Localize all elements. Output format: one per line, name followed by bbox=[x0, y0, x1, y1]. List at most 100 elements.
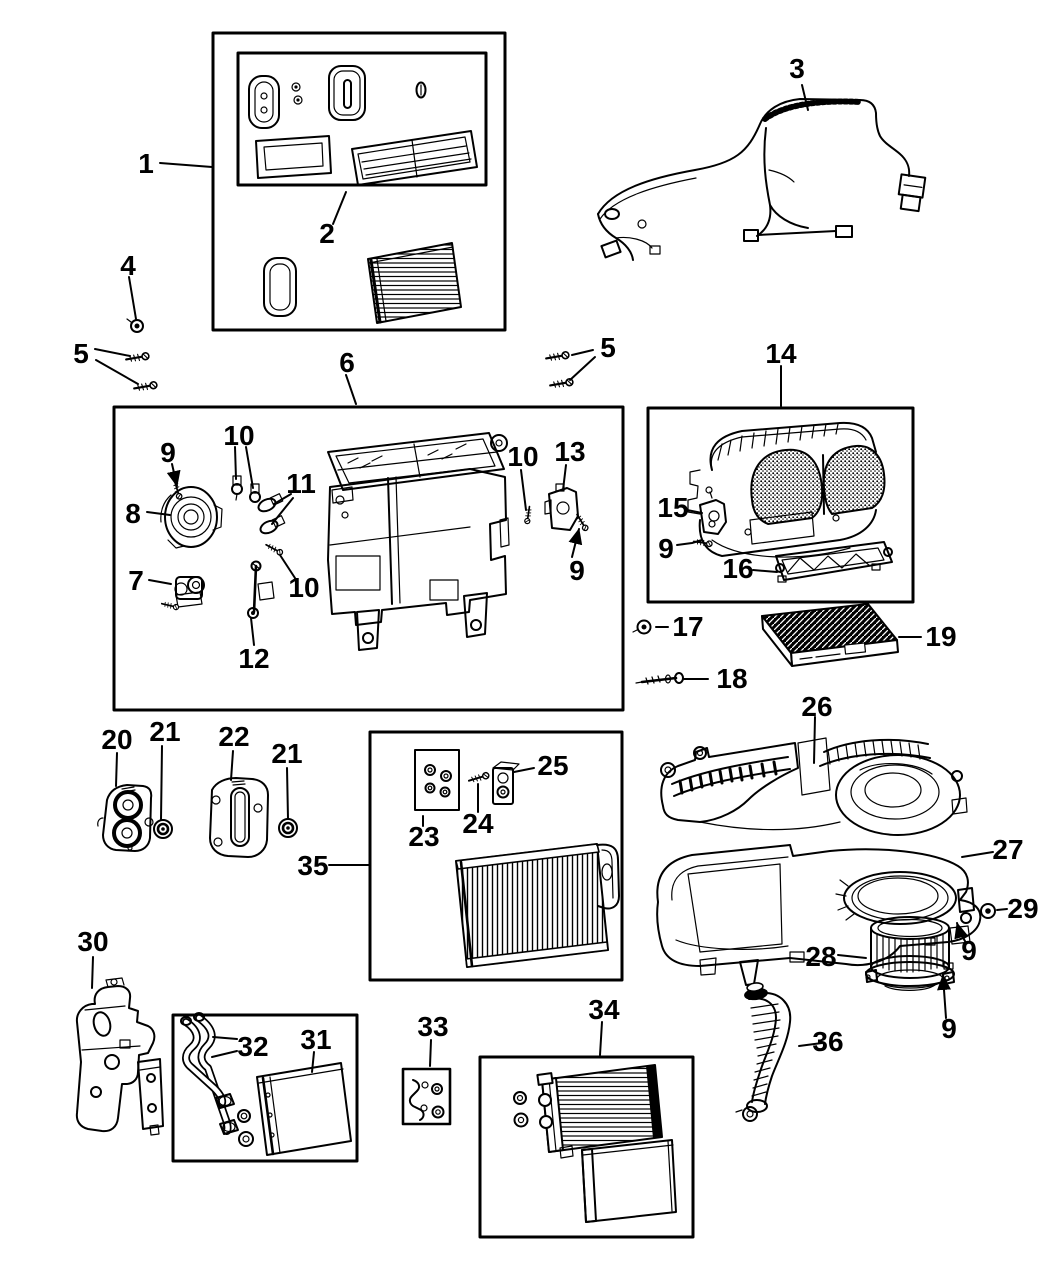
callout-9: 9 bbox=[941, 1013, 957, 1044]
grommet-17-illustration bbox=[632, 619, 652, 635]
screw-5-illustration bbox=[544, 350, 571, 363]
callout-25: 25 bbox=[537, 750, 568, 781]
callout-13: 13 bbox=[554, 436, 585, 467]
callout-27: 27 bbox=[992, 834, 1023, 865]
callout-21: 21 bbox=[149, 716, 180, 747]
callout-9: 9 bbox=[961, 935, 977, 966]
screw-5-illustration bbox=[124, 351, 151, 364]
support-frame-16-illustration bbox=[775, 541, 893, 583]
screw-24-illustration bbox=[467, 770, 491, 785]
core-cover-illustration bbox=[581, 1139, 677, 1223]
grommet-seal-illustration bbox=[248, 75, 280, 129]
wiring-harness-illustration bbox=[597, 98, 927, 261]
callout-labels: 1 2 3 4 5 5 6 14 9 8 10 11 7 12 10 10 13… bbox=[73, 53, 1038, 1062]
callout-5: 5 bbox=[600, 332, 616, 363]
fitting-11-illustration bbox=[259, 515, 286, 535]
link-rod-12-illustration bbox=[247, 560, 275, 619]
heater-core-kit-box bbox=[478, 1055, 695, 1239]
actuator-7-illustration bbox=[160, 576, 205, 612]
screw-10-illustration bbox=[264, 541, 285, 557]
callout-12: 12 bbox=[238, 643, 269, 674]
screw-18-illustration bbox=[635, 672, 684, 685]
pipe-seal-plate-20-illustration bbox=[97, 784, 154, 852]
frame-seal-illustration bbox=[255, 135, 332, 179]
callout-36: 36 bbox=[812, 1026, 843, 1057]
heater-core-34-illustration bbox=[536, 1064, 663, 1159]
heater-core-31-illustration bbox=[256, 1062, 352, 1156]
callout-8: 8 bbox=[125, 498, 141, 529]
drain-seal-plate-22-illustration bbox=[209, 777, 269, 858]
callout-17: 17 bbox=[672, 611, 703, 642]
callout-10: 10 bbox=[507, 441, 538, 472]
callout-1: 1 bbox=[138, 148, 154, 179]
actuator-15-illustration bbox=[699, 486, 727, 535]
small-orings-illustration bbox=[291, 82, 303, 105]
clip-10-illustration bbox=[249, 483, 261, 503]
callout-15: 15 bbox=[657, 492, 688, 523]
callout-32: 32 bbox=[237, 1031, 268, 1062]
evaporator-kit-box bbox=[368, 730, 624, 982]
callout-35: 35 bbox=[297, 850, 328, 881]
callout-2: 2 bbox=[319, 218, 335, 249]
heater-core-pipes-box bbox=[171, 1012, 359, 1163]
leader-lines bbox=[91, 84, 1008, 1073]
callout-16: 16 bbox=[722, 553, 753, 584]
callout-6: 6 bbox=[339, 347, 355, 378]
callout-9: 9 bbox=[658, 533, 674, 564]
screw-9-illustration bbox=[574, 512, 590, 533]
callout-34: 34 bbox=[588, 994, 620, 1025]
actuator-8-illustration bbox=[160, 486, 223, 549]
vent-tray-illustration bbox=[351, 130, 478, 186]
clip-10-illustration bbox=[231, 475, 243, 501]
callout-33: 33 bbox=[417, 1011, 448, 1042]
callout-20: 20 bbox=[101, 724, 132, 755]
grommet-4-illustration bbox=[126, 318, 144, 333]
lower-seal-illustration bbox=[263, 257, 297, 317]
callout-10: 10 bbox=[223, 420, 254, 451]
callout-31: 31 bbox=[300, 1024, 331, 1055]
callout-24: 24 bbox=[462, 808, 494, 839]
blower-motor-28-illustration bbox=[865, 916, 955, 991]
evaporator-core-illustration bbox=[455, 843, 620, 968]
cabin-air-filter-illustration bbox=[761, 603, 899, 667]
oring-kit-23-illustration bbox=[414, 749, 460, 811]
callout-10: 10 bbox=[288, 572, 319, 603]
grommet-21-illustration bbox=[153, 819, 173, 839]
clip-kit-33-box bbox=[401, 1067, 452, 1126]
callout-3: 3 bbox=[789, 53, 805, 84]
expansion-valve-25-illustration bbox=[492, 761, 520, 805]
callout-9: 9 bbox=[160, 437, 176, 468]
callout-28: 28 bbox=[805, 941, 836, 972]
grommet-21-illustration bbox=[278, 818, 298, 838]
callout-14: 14 bbox=[765, 338, 797, 369]
heater-pipes-32-illustration bbox=[180, 1012, 254, 1147]
callout-19: 19 bbox=[925, 621, 956, 652]
callout-21: 21 bbox=[271, 738, 302, 769]
inlet-housing-illustration bbox=[687, 421, 886, 558]
actuator-13-illustration bbox=[544, 483, 579, 531]
callout-9: 9 bbox=[569, 555, 585, 586]
callout-30: 30 bbox=[77, 926, 108, 957]
callout-22: 22 bbox=[218, 721, 249, 752]
callout-11: 11 bbox=[286, 468, 316, 499]
fitting-11-illustration bbox=[257, 493, 284, 513]
grommet-29-illustration bbox=[980, 903, 996, 919]
callout-26: 26 bbox=[801, 691, 832, 722]
small-grommet-illustration bbox=[415, 81, 427, 99]
callout-29: 29 bbox=[1007, 893, 1038, 924]
callout-4: 4 bbox=[120, 250, 136, 281]
air-inlet-housing-box bbox=[646, 406, 915, 604]
drain-hose-36-illustration bbox=[735, 982, 792, 1122]
callout-23: 23 bbox=[408, 821, 439, 852]
core-seal-illustration bbox=[367, 242, 462, 324]
housing-grille-illustration bbox=[327, 432, 508, 491]
bracket-30-illustration bbox=[75, 977, 164, 1136]
callout-5: 5 bbox=[73, 338, 89, 369]
upper-housing-26-illustration bbox=[660, 737, 968, 836]
hvac-housing-box bbox=[112, 405, 625, 712]
callout-18: 18 bbox=[716, 663, 747, 694]
housing-body-illustration bbox=[327, 468, 510, 651]
seal-kit-box bbox=[211, 31, 507, 332]
callout-7: 7 bbox=[128, 565, 144, 596]
